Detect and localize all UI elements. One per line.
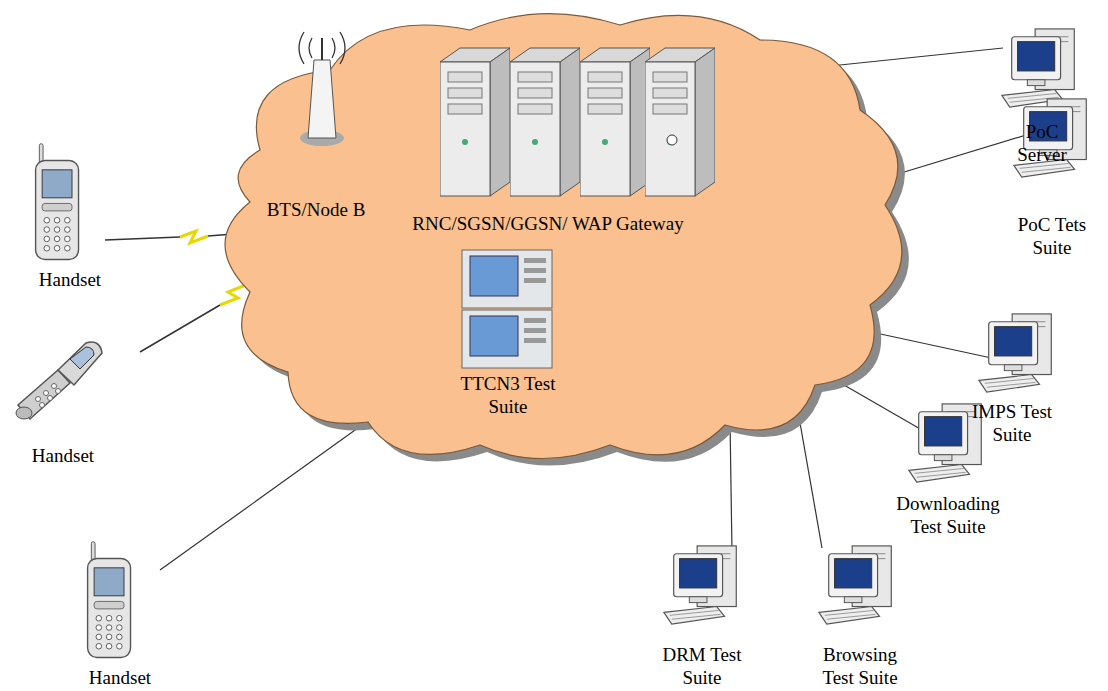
computer-label: Downloading Test Suite	[893, 492, 1003, 538]
node-text: Handset	[10, 268, 130, 291]
handset-label: Handset	[3, 444, 123, 467]
computer-label: Browsing Test Suite	[810, 643, 910, 689]
node-text: Handset	[3, 444, 123, 467]
handset-icon	[88, 542, 131, 658]
handset-icon	[16, 342, 102, 419]
computer-label: PoC Server	[1002, 120, 1082, 166]
computer-icon	[909, 404, 981, 482]
computer-icon	[664, 546, 736, 624]
node-text: PoC Tets Suite	[1005, 213, 1100, 259]
ttcn3-tester	[462, 250, 552, 368]
computer-icon	[1002, 29, 1074, 107]
computer-label: PoC Tets Suite	[1005, 213, 1100, 259]
server-rack	[440, 48, 715, 196]
computer-label: DRM Test Suite	[657, 643, 747, 689]
node-text: DRM Test Suite	[657, 643, 747, 689]
handset-label: Handset	[60, 666, 180, 689]
computer-icon	[979, 314, 1051, 392]
computer-label: IMPS Test Suite	[962, 400, 1062, 446]
node-text: PoC Server	[1002, 120, 1082, 166]
bts-antenna	[299, 32, 345, 146]
node-text: Browsing Test Suite	[810, 643, 910, 689]
network-cloud	[225, 14, 902, 459]
handset-icon	[36, 144, 79, 260]
tester-label: TTCN3 Test Suite	[453, 372, 563, 418]
gateway-label: RNC/SGSN/GGSN/ WAP Gateway	[368, 212, 728, 235]
node-text: BTS/Node B	[246, 198, 386, 221]
handset-label: Handset	[10, 268, 130, 291]
node-text: RNC/SGSN/GGSN/ WAP Gateway	[368, 212, 728, 235]
computer-icon	[819, 546, 891, 624]
bts-label: BTS/Node B	[246, 198, 386, 221]
node-text: IMPS Test Suite	[962, 400, 1062, 446]
node-text: Handset	[60, 666, 180, 689]
node-text: Downloading Test Suite	[893, 492, 1003, 538]
node-text: TTCN3 Test Suite	[453, 372, 563, 418]
